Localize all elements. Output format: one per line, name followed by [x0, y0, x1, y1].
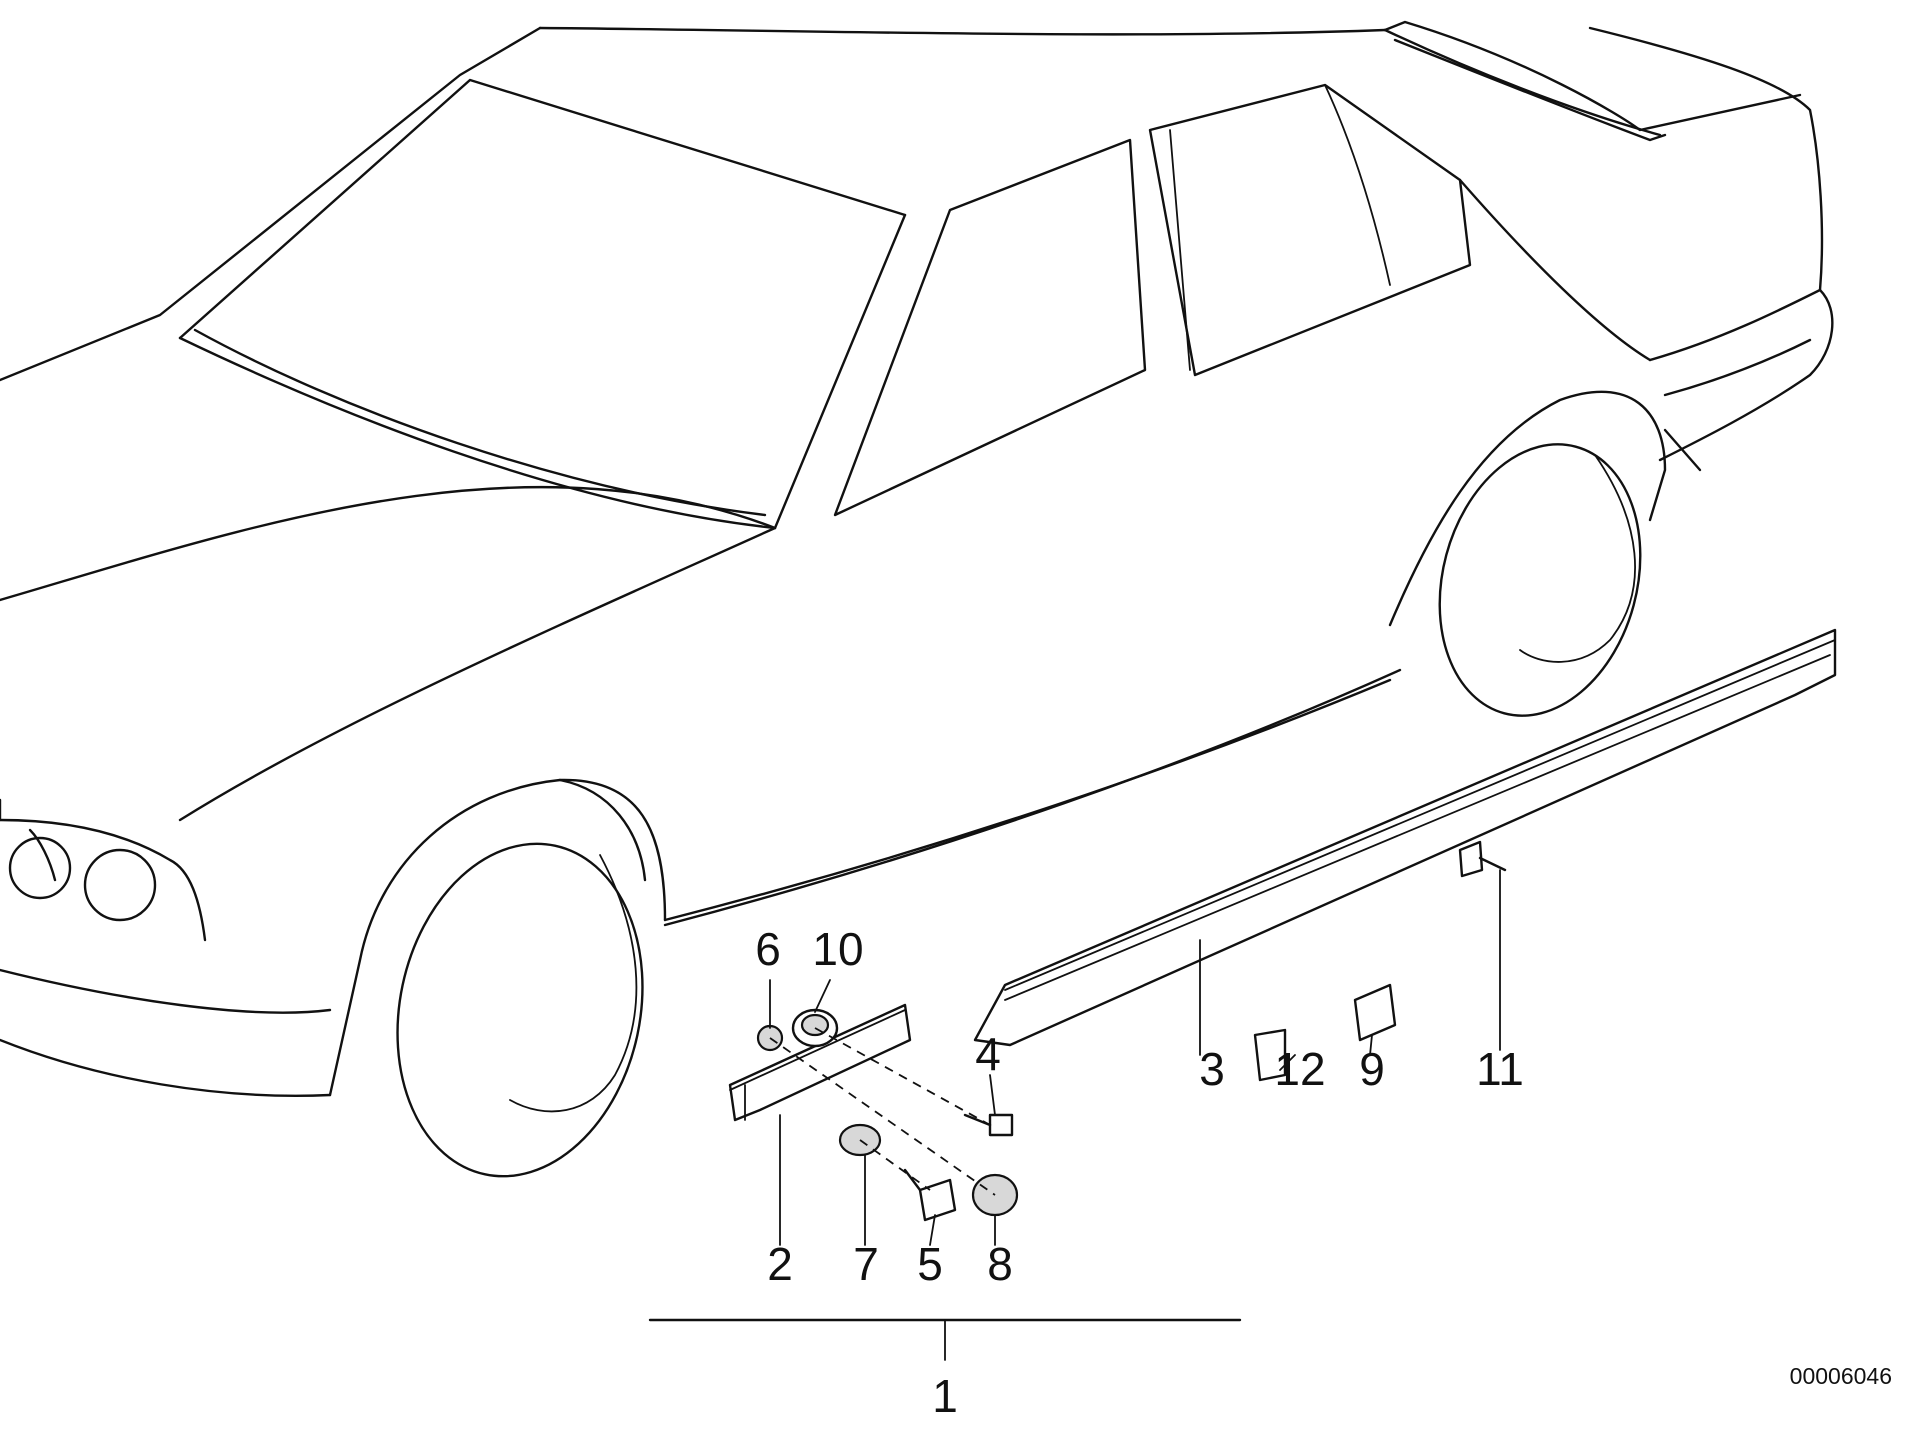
callout-7: 7: [853, 1238, 879, 1290]
callout-12: 12: [1274, 1043, 1325, 1095]
assembly-lines: [769, 1027, 996, 1196]
callout-3: 3: [1199, 1043, 1225, 1095]
sill-molding-part-3: [973, 628, 1837, 1047]
callout-1: 1: [932, 1370, 958, 1422]
retainer-part-9: [1353, 983, 1397, 1042]
molding-part-2: [728, 1003, 912, 1122]
callout-6: 6: [755, 923, 781, 975]
callout-2: 2: [767, 1238, 793, 1290]
clip-part-12: [1253, 1028, 1287, 1082]
callout-4: 4: [975, 1028, 1001, 1080]
callout-9: 9: [1359, 1043, 1385, 1095]
document-number: 00006046: [1790, 1363, 1892, 1389]
callout-numbers: 6 10 4 3 12 9 11 2 7 5 8 1: [755, 923, 1524, 1422]
rivet-part-11: [1458, 840, 1507, 878]
leader-lines: [648, 869, 1501, 1361]
callout-8: 8: [987, 1238, 1013, 1290]
car-outline: [0, 20, 1834, 1178]
callout-11: 11: [1476, 1043, 1524, 1095]
callout-5: 5: [917, 1238, 943, 1290]
callout-10: 10: [812, 923, 863, 975]
